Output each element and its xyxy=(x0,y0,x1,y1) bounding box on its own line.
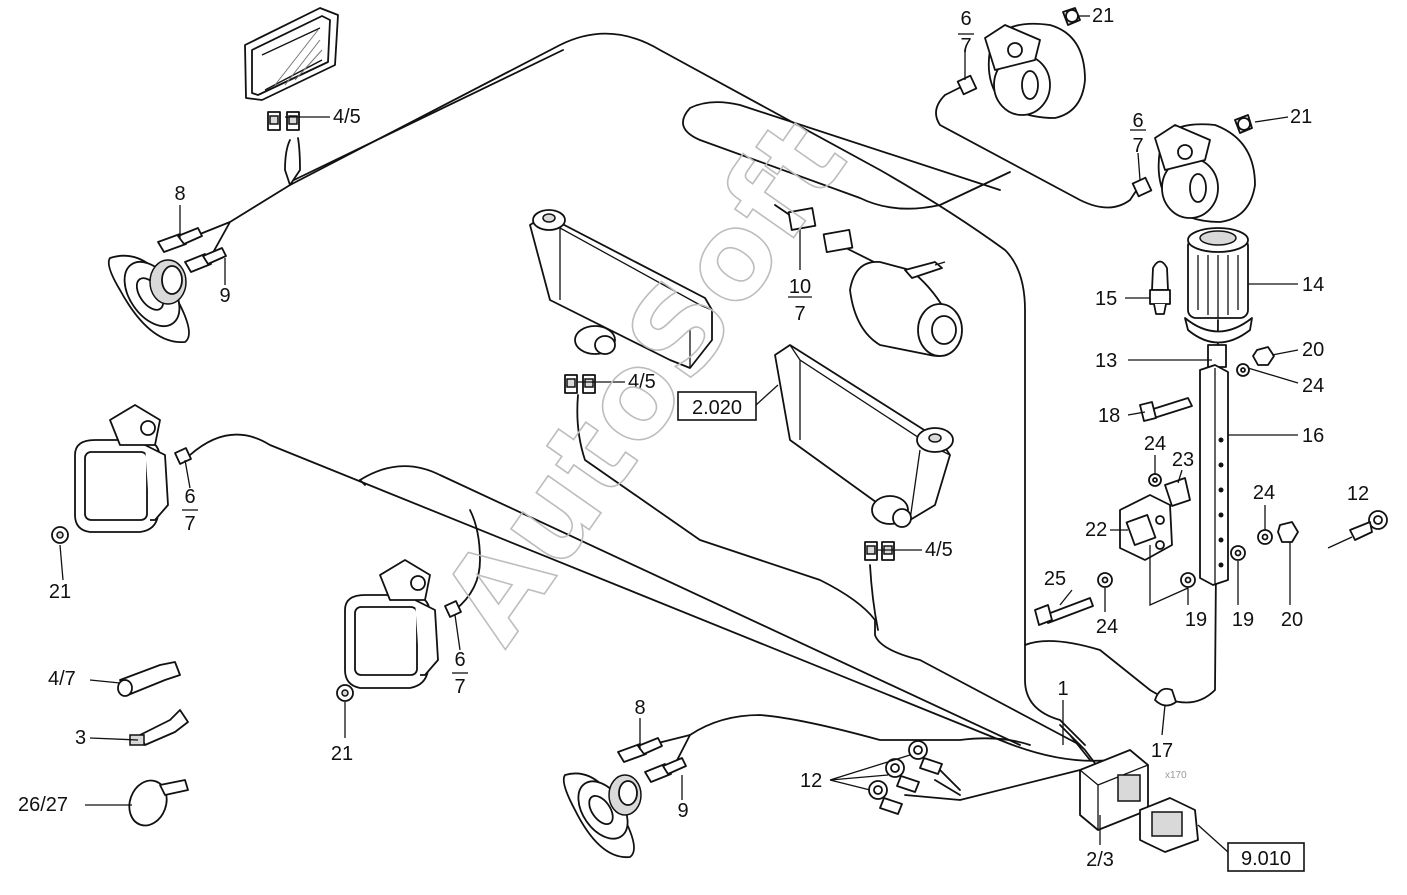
label-9: 9 xyxy=(219,285,230,307)
cable-clip-part xyxy=(1154,687,1177,707)
label-15: 15 xyxy=(1095,288,1117,310)
label-7: 7 xyxy=(794,303,805,325)
label-19: 19 xyxy=(1185,609,1207,631)
label-7: 7 xyxy=(1132,135,1143,157)
speaker-part xyxy=(107,254,190,343)
label-25: 25 xyxy=(1044,568,1066,590)
label-6: 6 xyxy=(454,649,465,671)
spade-terminals xyxy=(157,227,227,273)
mounting-plate-part xyxy=(1119,494,1173,561)
label-14: 14 xyxy=(1302,274,1324,296)
label-1: 1 xyxy=(1057,678,1068,700)
washer-tank-part xyxy=(774,344,954,528)
harness-wires xyxy=(184,32,1219,801)
ring-terminals xyxy=(868,740,943,815)
connector-pair xyxy=(267,111,300,131)
label-21: 21 xyxy=(49,581,71,603)
label-16: 16 xyxy=(1302,425,1324,447)
label-6: 6 xyxy=(1132,110,1143,132)
main-plug-part xyxy=(1079,749,1149,831)
wiper-motor-part xyxy=(849,261,963,357)
connector-pair xyxy=(564,374,596,394)
label-10: 10 xyxy=(789,276,811,298)
label-21: 21 xyxy=(331,743,353,765)
label-20: 20 xyxy=(1302,339,1324,361)
ring-terminal-part xyxy=(1327,510,1388,549)
label-7: 7 xyxy=(960,35,971,57)
hose-clamp-part xyxy=(128,779,189,827)
small-connector xyxy=(956,74,1153,198)
terminal-part xyxy=(117,661,189,746)
bolt-part xyxy=(51,526,354,702)
fraction-bars xyxy=(182,33,1146,674)
label-4-5: 4/5 xyxy=(628,371,656,393)
work-lamp-part xyxy=(344,559,462,689)
label-9: 9 xyxy=(677,800,688,822)
horn-part xyxy=(984,22,1086,119)
ref-label: 2.020 xyxy=(692,397,742,419)
label-21: 21 xyxy=(1290,106,1312,128)
horn-part xyxy=(1154,123,1256,223)
label-2-3: 2/3 xyxy=(1086,849,1114,871)
label-8: 8 xyxy=(634,697,645,719)
beacon-lamp-part xyxy=(1184,227,1253,368)
wiper-connectors xyxy=(787,207,854,254)
label-4-5: 4/5 xyxy=(333,106,361,128)
bolt-part xyxy=(1062,7,1253,134)
bolt-part xyxy=(1034,397,1193,626)
label-6: 6 xyxy=(960,8,971,30)
part-tag: x170 xyxy=(1165,770,1187,781)
part-labels: 4/5 8 9 6 7 21 6 7 21 6 7 21 10 7 4/5 4/… xyxy=(18,5,1369,871)
label-4-5: 4/5 xyxy=(925,539,953,561)
ref-label: 9.010 xyxy=(1241,848,1291,870)
label-24: 24 xyxy=(1302,375,1324,397)
bulb-part xyxy=(1149,260,1171,315)
speaker-part xyxy=(562,772,642,858)
label-22: 22 xyxy=(1085,519,1107,541)
label-21: 21 xyxy=(1092,5,1114,27)
label-18: 18 xyxy=(1098,405,1120,427)
ref-box xyxy=(1227,842,1305,872)
label-6: 6 xyxy=(184,486,195,508)
label-20: 20 xyxy=(1281,609,1303,631)
label-24: 24 xyxy=(1096,616,1118,638)
label-24: 24 xyxy=(1144,433,1166,455)
label-13: 13 xyxy=(1095,350,1117,372)
beacon-bracket-part xyxy=(1199,364,1229,586)
label-24: 24 xyxy=(1253,482,1275,504)
washer-tank-part xyxy=(529,209,713,369)
label-17: 17 xyxy=(1151,740,1173,762)
label-23: 23 xyxy=(1172,449,1194,471)
connector-pair xyxy=(864,541,895,561)
roof-panel-part xyxy=(244,7,339,101)
label-19: 19 xyxy=(1232,609,1254,631)
spade-terminals xyxy=(617,737,687,783)
label-3: 3 xyxy=(75,727,86,749)
label-12: 12 xyxy=(1347,483,1369,505)
mating-plug-part xyxy=(1139,797,1229,853)
label-8: 8 xyxy=(174,183,185,205)
label-7: 7 xyxy=(454,676,465,698)
label-12: 12 xyxy=(800,770,822,792)
ref-box xyxy=(677,391,757,421)
label-7: 7 xyxy=(184,513,195,535)
label-4-7: 4/7 xyxy=(48,668,76,690)
work-lamp-part xyxy=(74,404,192,533)
label-26-27: 26/27 xyxy=(18,794,68,816)
leader-lines xyxy=(59,15,1299,845)
